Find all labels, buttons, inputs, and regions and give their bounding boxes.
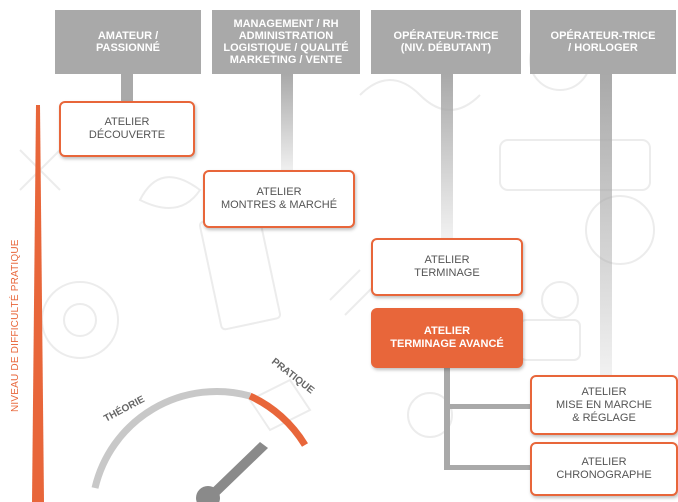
- column-header-label: AMATEUR / PASSIONNÉ: [96, 30, 160, 54]
- column-header-label: OPÉRATEUR-TRICE (NIV. DÉBUTANT): [393, 30, 499, 54]
- column-stem-2: [281, 74, 293, 174]
- workshop-decouverte: ATELIER DÉCOUVERTE: [59, 101, 195, 157]
- workshop-label: ATELIER CHRONOGRAPHE: [556, 456, 652, 481]
- workshop-terminage: ATELIER TERMINAGE: [371, 238, 523, 296]
- difficulty-axis-label: NIVEAU DE DIFFICULTÉ PRATIQUE: [10, 239, 21, 412]
- column-header-operateur-debutant: OPÉRATEUR-TRICE (NIV. DÉBUTANT): [371, 10, 521, 74]
- difficulty-axis-arrow: [32, 105, 44, 502]
- workshop-label: ATELIER TERMINAGE AVANCÉ: [390, 325, 504, 350]
- connector-to-chronographe: [444, 465, 532, 470]
- theory-practice-gauge: THÉORIE PRATIQUE: [91, 356, 316, 502]
- column-stem-3: [441, 74, 453, 240]
- workshop-montres-marche: ATELIER MONTRES & MARCHÉ: [203, 170, 355, 228]
- workshop-label: ATELIER TERMINAGE: [414, 254, 480, 279]
- workshop-label: ATELIER MONTRES & MARCHÉ: [220, 186, 338, 211]
- gauge-practice-arc: [248, 392, 308, 447]
- column-header-label: OPÉRATEUR-TRICE / HORLOGER: [550, 30, 656, 54]
- gauge-theory-arc: [91, 388, 251, 489]
- connector-vertical: [444, 368, 450, 468]
- column-header-amateur: AMATEUR / PASSIONNÉ: [55, 10, 201, 74]
- column-header-operateur-horloger: OPÉRATEUR-TRICE / HORLOGER: [530, 10, 676, 74]
- column-stem-4: [600, 74, 612, 379]
- workshop-chronographe: ATELIER CHRONOGRAPHE: [530, 442, 678, 496]
- workshop-label: ATELIER DÉCOUVERTE: [88, 116, 166, 141]
- column-header-management: MANAGEMENT / RH ADMINISTRATION LOGISTIQU…: [212, 10, 360, 74]
- gauge-practice-label: PRATIQUE: [269, 356, 316, 396]
- column-header-label: MANAGEMENT / RH ADMINISTRATION LOGISTIQU…: [223, 18, 349, 66]
- column-stem-1: [121, 74, 133, 102]
- workshop-terminage-avance: ATELIER TERMINAGE AVANCÉ: [371, 308, 523, 368]
- workshop-mise-en-marche-reglage: ATELIER MISE EN MARCHE & RÉGLAGE: [530, 375, 678, 435]
- connector-to-reglage: [444, 404, 532, 409]
- workshop-label: ATELIER MISE EN MARCHE & RÉGLAGE: [556, 385, 652, 424]
- gauge-needle: [196, 442, 268, 502]
